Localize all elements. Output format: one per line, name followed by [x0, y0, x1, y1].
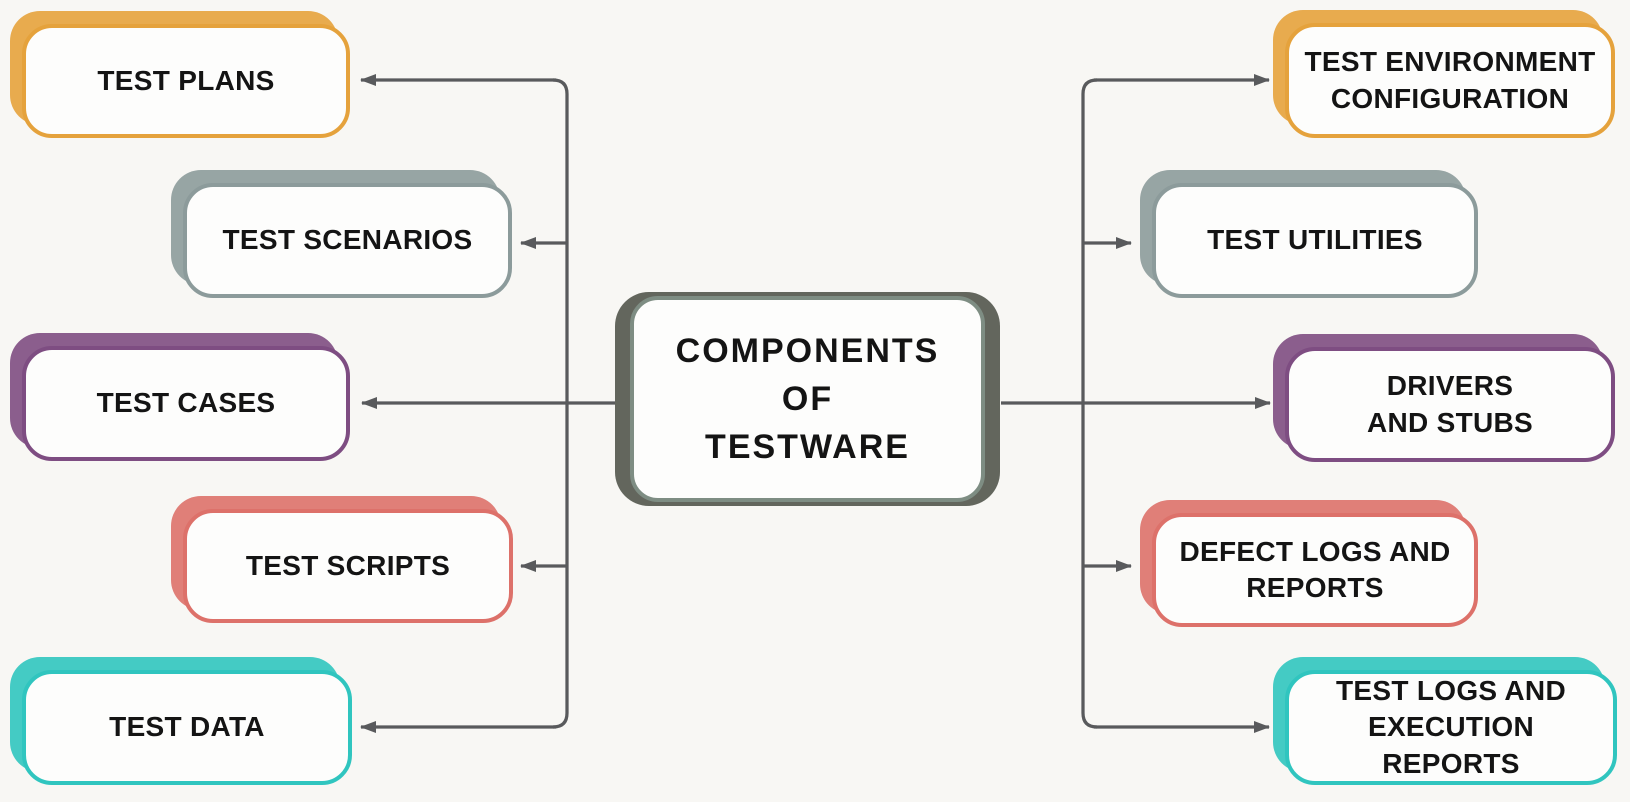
node-label: TEST SCENARIOS — [222, 224, 473, 256]
node-card: DEFECT LOGS AND REPORTS — [1152, 513, 1478, 627]
node-card: TEST PLANS — [22, 24, 350, 138]
node-test-logs-and-execution-reports: TEST LOGS AND EXECUTION REPORTS — [1273, 657, 1617, 785]
center-node-label: COMPONENTS OF TESTWARE — [675, 332, 940, 466]
node-label: TEST UTILITIES — [1207, 224, 1423, 256]
node-label: DEFECT LOGS AND REPORTS — [1179, 535, 1451, 603]
node-label: TEST SCRIPTS — [245, 549, 451, 581]
node-card: DRIVERS AND STUBS — [1285, 347, 1615, 462]
node-test-utilities: TEST UTILITIES — [1140, 170, 1478, 298]
node-label: TEST CASES — [96, 387, 276, 419]
node-test-scripts: TEST SCRIPTS — [171, 496, 513, 623]
node-test-cases: TEST CASES — [10, 333, 350, 461]
node-label: DRIVERS AND STUBS — [1366, 370, 1534, 438]
node-defect-logs-and-reports: DEFECT LOGS AND REPORTS — [1140, 500, 1478, 627]
node-label: TEST ENVIRONMENT CONFIGURATION — [1304, 46, 1596, 114]
node-components-of-testware: COMPONENTS OF TESTWARE — [615, 292, 1000, 506]
node-test-data: TEST DATA — [10, 657, 352, 785]
node-card: TEST SCRIPTS — [183, 509, 513, 623]
node-card: COMPONENTS OF TESTWARE — [630, 296, 985, 502]
node-card: TEST DATA — [22, 670, 352, 785]
node-test-scenarios: TEST SCENARIOS — [171, 170, 512, 298]
node-card: TEST LOGS AND EXECUTION REPORTS — [1285, 670, 1617, 785]
node-card: TEST ENVIRONMENT CONFIGURATION — [1285, 23, 1615, 138]
node-card: TEST SCENARIOS — [183, 183, 512, 298]
node-card: TEST UTILITIES — [1152, 183, 1478, 298]
node-card: TEST CASES — [22, 346, 350, 461]
node-test-environment-configuration: TEST ENVIRONMENT CONFIGURATION — [1273, 10, 1615, 138]
node-label: TEST LOGS AND EXECUTION REPORTS — [1336, 674, 1566, 779]
node-test-plans: TEST PLANS — [10, 11, 350, 138]
node-label: TEST DATA — [109, 711, 265, 743]
node-label: TEST PLANS — [97, 64, 275, 96]
node-drivers-and-stubs: DRIVERS AND STUBS — [1273, 334, 1615, 462]
